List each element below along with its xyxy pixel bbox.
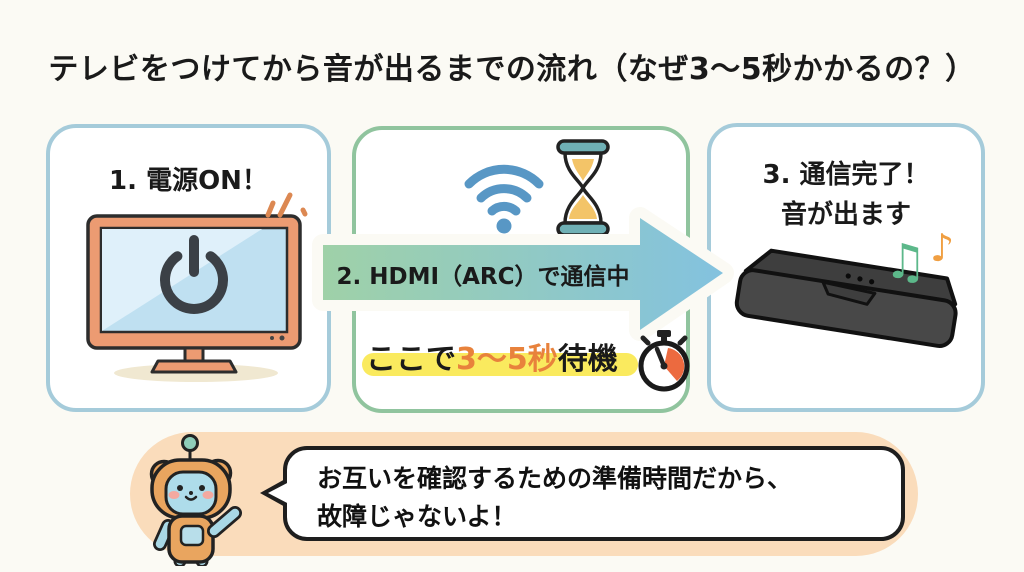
- page-title: テレビをつけてから音が出るまでの流れ（なぜ3〜5秒かかるの？）: [48, 52, 976, 87]
- flow-arrow: [312, 207, 734, 341]
- step3-label: 3. 通信完了！ 音が出ます: [711, 155, 981, 235]
- sparkle-icon: [265, 192, 308, 218]
- wait-suffix: 待機: [557, 342, 618, 377]
- step3-line1: 3. 通信完了！: [762, 160, 930, 190]
- tv-illustration: [86, 192, 308, 382]
- mascot-character: [149, 434, 242, 566]
- wait-emphasis: 3〜5秒: [456, 342, 558, 377]
- power-icon: [160, 235, 228, 314]
- hourglass-icon: [556, 139, 610, 237]
- music-note-icon: ♫: [884, 234, 928, 290]
- speech-text: お互いを確認するための準備時間だから、 故障じゃないよ！: [287, 450, 901, 536]
- speech-line1: お互いを確認するための準備時間だから、: [317, 464, 793, 493]
- music-note-icon: ♪: [930, 226, 955, 270]
- speech-bubble: お互いを確認するための準備時間だから、 故障じゃないよ！: [260, 446, 905, 541]
- soundbar-illustration: [734, 248, 958, 348]
- wait-prefix: ここで: [366, 342, 456, 377]
- step1-label: 1. 電源ON！: [109, 166, 268, 196]
- step3-line2: 音が出ます: [780, 200, 911, 230]
- stopwatch-icon: [638, 330, 690, 392]
- wait-text: ここで3〜5秒待機: [362, 334, 638, 378]
- arrow-label: 2. HDMI（ARC）で通信中: [336, 264, 630, 290]
- wifi-icon: [464, 164, 544, 234]
- speech-line2: 故障じゃないよ！: [317, 502, 517, 531]
